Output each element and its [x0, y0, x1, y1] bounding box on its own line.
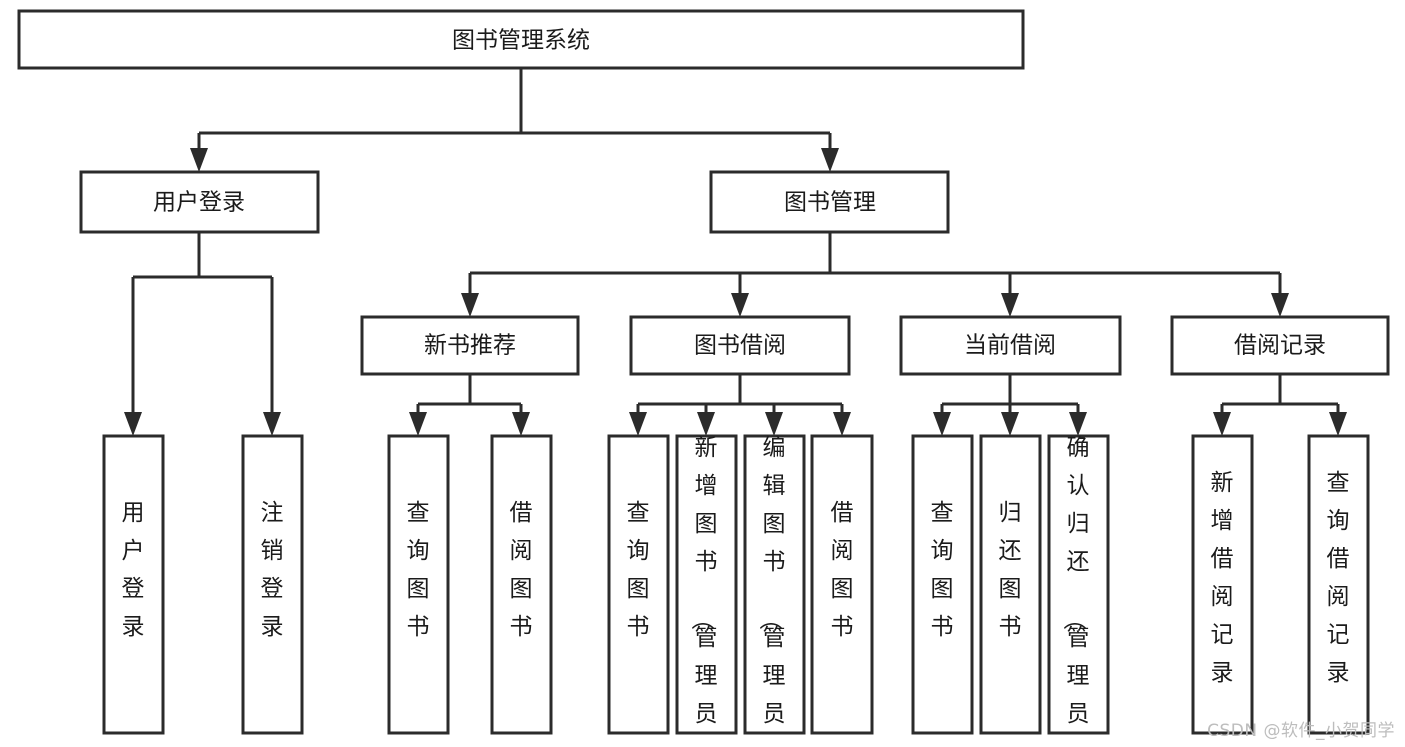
leaf-new-book-2-label: 借阅图书	[510, 500, 533, 640]
leaf-borrow-record-2-box[interactable]	[1307, 434, 1370, 735]
node-book-manage-box[interactable]	[709, 170, 950, 234]
leaf-book-borrow-4-label: 借阅图书	[831, 500, 854, 640]
node-book-borrow-box[interactable]	[629, 315, 851, 376]
arrow-leaf-current-borrow-3	[1069, 412, 1087, 436]
leaf-user-login-1[interactable]: 用户登录	[102, 434, 165, 735]
leaf-new-book-2[interactable]: 借阅图书	[490, 434, 553, 735]
leaf-user-login-2-label: 注销登录	[261, 500, 284, 640]
leaf-book-borrow-2-label: 新增图书（管理员）	[689, 435, 718, 747]
arrow-leaf-book-borrow-2	[697, 412, 715, 436]
leaf-book-borrow-1-box[interactable]	[607, 434, 670, 735]
arrow-leaf-book-borrow-3	[765, 412, 783, 436]
leaf-book-borrow-2[interactable]: 新增图书（管理员）	[675, 434, 738, 747]
leaf-book-borrow-4[interactable]: 借阅图书	[810, 434, 874, 735]
arrow-to-current-borrow	[1001, 293, 1019, 317]
node-borrow-record-box[interactable]	[1170, 315, 1390, 376]
leaf-new-book-1[interactable]: 查询图书	[387, 434, 450, 735]
leaf-current-borrow-1[interactable]: 查询图书	[911, 434, 974, 735]
node-root-box[interactable]	[17, 9, 1025, 70]
arrow-to-user-login	[190, 148, 208, 172]
arrow-leaf-user-login-1	[124, 412, 142, 436]
node-borrow-record[interactable]: 借阅记录	[1170, 315, 1390, 376]
arrow-leaf-user-login-2	[263, 412, 281, 436]
leaf-current-borrow-3[interactable]: 确认归还（管理员）	[1047, 434, 1110, 747]
leaf-book-borrow-1[interactable]: 查询图书	[607, 434, 670, 735]
arrow-to-book-manage	[821, 148, 839, 172]
node-current-borrow-box[interactable]	[899, 315, 1122, 376]
leaf-user-login-2-box[interactable]	[241, 434, 304, 735]
node-current-borrow[interactable]: 当前借阅	[899, 315, 1122, 376]
leaf-borrow-record-2-label: 查询借阅记录	[1327, 470, 1350, 686]
leaf-new-book-1-label: 查询图书	[407, 500, 430, 640]
leaf-current-borrow-2-label: 归还图书	[999, 500, 1022, 640]
arrow-leaf-new-book-2	[512, 412, 530, 436]
leaf-user-login-2[interactable]: 注销登录	[241, 434, 304, 735]
leaf-current-borrow-2[interactable]: 归还图书	[979, 434, 1042, 735]
leaf-current-borrow-2-box[interactable]	[979, 434, 1042, 735]
leaf-borrow-record-1-label: 新增借阅记录	[1211, 470, 1234, 686]
arrow-to-book-borrow	[731, 293, 749, 317]
leaf-borrow-record-2[interactable]: 查询借阅记录	[1307, 434, 1370, 735]
node-user-login-box[interactable]	[79, 170, 320, 234]
node-root-label: 图书管理系统	[452, 28, 590, 54]
leaf-book-borrow-4-box[interactable]	[810, 434, 874, 735]
node-root[interactable]: 图书管理系统	[17, 9, 1025, 70]
node-book-manage-label: 图书管理	[784, 190, 876, 216]
leaf-current-borrow-1-label: 查询图书	[931, 500, 954, 640]
leaf-book-borrow-3-box[interactable]	[743, 434, 806, 735]
connectors-layer	[124, 68, 1347, 436]
node-user-login-label: 用户登录	[153, 190, 245, 216]
leaf-borrow-record-1-box[interactable]	[1191, 434, 1254, 735]
leaf-book-borrow-2-box[interactable]	[675, 434, 738, 735]
leaf-user-login-1-box[interactable]	[102, 434, 165, 735]
leaf-book-borrow-1-label: 查询图书	[627, 500, 650, 640]
node-new-book-recommend[interactable]: 新书推荐	[360, 315, 580, 376]
node-book-borrow-label: 图书借阅	[694, 333, 786, 359]
leaf-book-borrow-3-label: 编辑图书（管理员）	[757, 435, 786, 747]
arrow-leaf-borrow-record-2	[1329, 412, 1347, 436]
arrow-to-borrow-record	[1271, 293, 1289, 317]
leaf-book-borrow-3[interactable]: 编辑图书（管理员）	[743, 434, 806, 747]
node-current-borrow-label: 当前借阅	[964, 333, 1056, 359]
leaf-new-book-1-box[interactable]	[387, 434, 450, 735]
arrow-leaf-current-borrow-1	[933, 412, 951, 436]
leaf-current-borrow-3-box[interactable]	[1047, 434, 1110, 735]
node-book-borrow[interactable]: 图书借阅	[629, 315, 851, 376]
arrow-to-new-book	[461, 293, 479, 317]
leaf-borrow-record-1[interactable]: 新增借阅记录	[1191, 434, 1254, 735]
leaf-current-borrow-1-box[interactable]	[911, 434, 974, 735]
leaf-current-borrow-3-label: 确认归还（管理员）	[1061, 435, 1090, 747]
arrow-leaf-borrow-record-1	[1213, 412, 1231, 436]
node-new-book-recommend-label: 新书推荐	[424, 333, 516, 359]
arrow-leaf-new-book-1	[409, 412, 427, 436]
leaf-user-login-1-label: 用户登录	[122, 500, 145, 640]
node-user-login[interactable]: 用户登录	[79, 170, 320, 234]
arrow-leaf-book-borrow-4	[833, 412, 851, 436]
leaf-new-book-2-box[interactable]	[490, 434, 553, 735]
node-book-manage[interactable]: 图书管理	[709, 170, 950, 234]
node-new-book-recommend-box[interactable]	[360, 315, 580, 376]
node-borrow-record-label: 借阅记录	[1234, 333, 1326, 359]
arrow-leaf-current-borrow-2	[1001, 412, 1019, 436]
arrow-leaf-book-borrow-1	[629, 412, 647, 436]
